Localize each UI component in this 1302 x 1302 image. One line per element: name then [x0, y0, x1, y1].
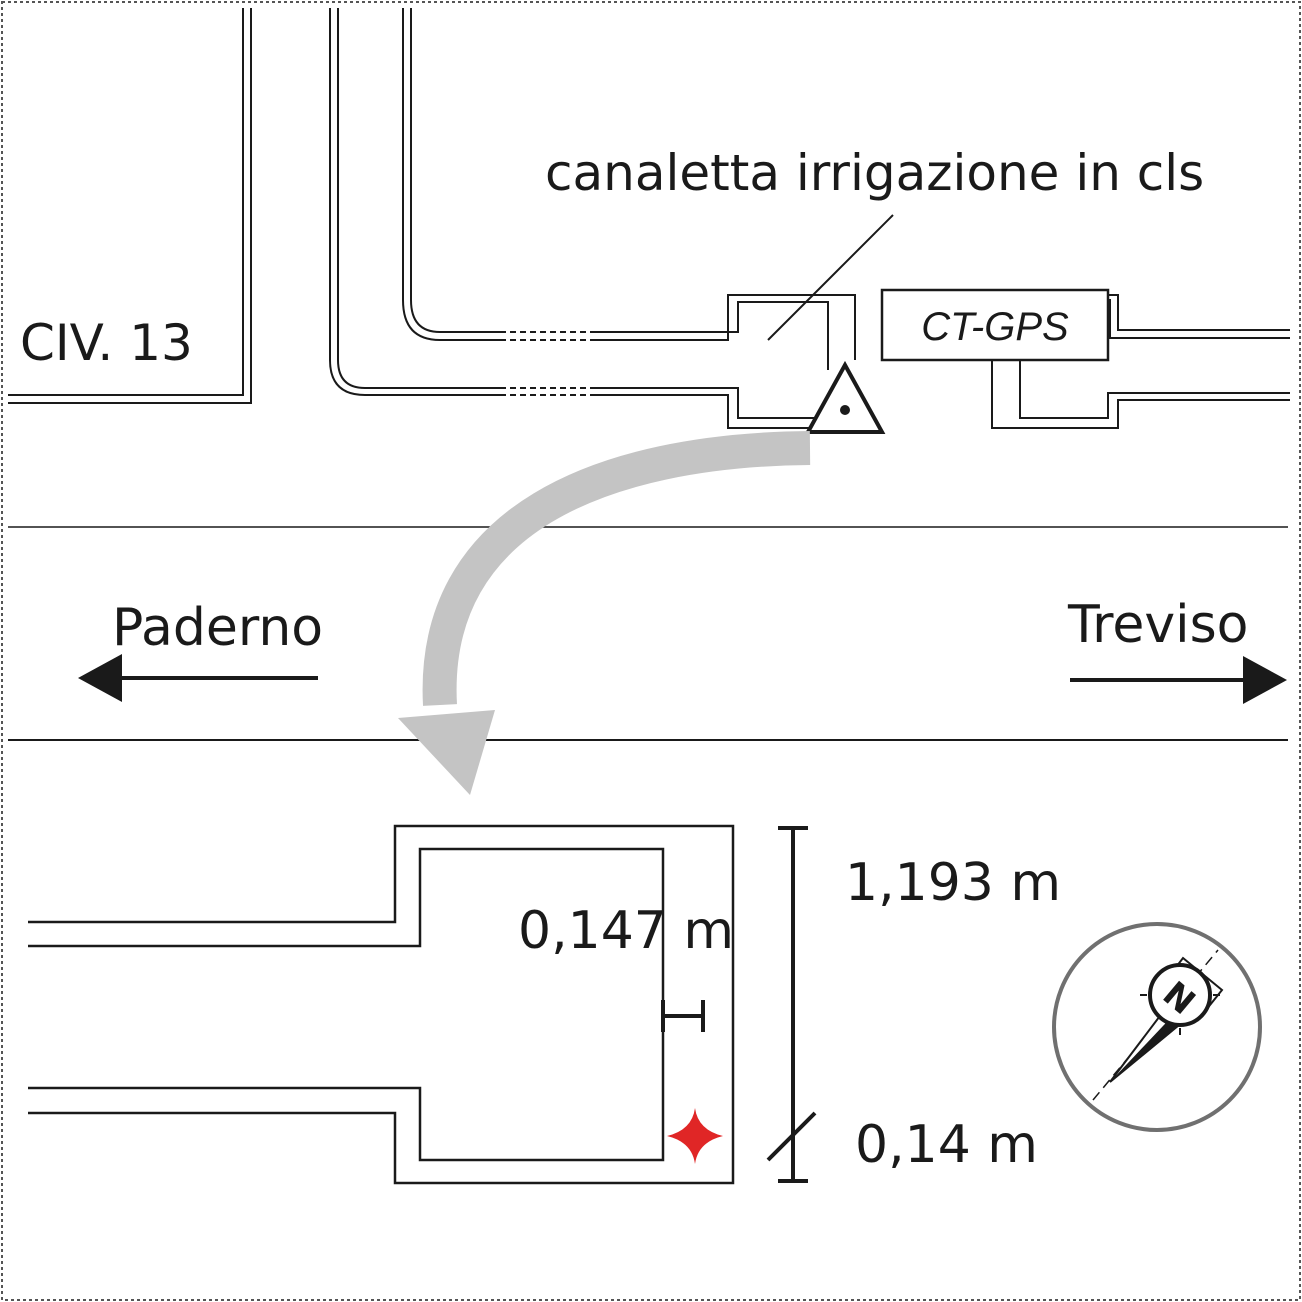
arrow-right-icon	[1070, 656, 1287, 704]
arrow-left-icon	[78, 654, 318, 702]
ct-gps-label: CT-GPS	[921, 305, 1069, 349]
zoom-flow-arrow	[398, 431, 811, 795]
height-dimension-label: 1,193 m	[845, 853, 1061, 913]
side-road-outer	[329, 8, 820, 429]
direction-right-label: Treviso	[1067, 595, 1248, 655]
culvert-dashes	[500, 331, 590, 396]
wall-dimension-tick	[661, 1000, 705, 1032]
height-dimension-line	[766, 826, 817, 1183]
leader-line	[767, 214, 894, 341]
civic-number-label: CIV. 13	[20, 314, 193, 372]
ct-gps-box	[880, 288, 1110, 362]
direction-left-label: Paderno	[112, 598, 323, 658]
channel-detail	[28, 824, 735, 1185]
offset-dimension-label: 0,14 m	[855, 1115, 1038, 1175]
survey-point-star-icon	[667, 1108, 723, 1164]
compass-icon: N	[1052, 922, 1262, 1132]
wall-dimension-label: 0,147 m	[518, 901, 734, 961]
station-triangle-icon	[804, 360, 886, 434]
channel-note-label: canaletta irrigazione in cls	[545, 144, 1204, 202]
side-road-inner	[402, 8, 856, 370]
civ-13-building	[8, 8, 252, 404]
